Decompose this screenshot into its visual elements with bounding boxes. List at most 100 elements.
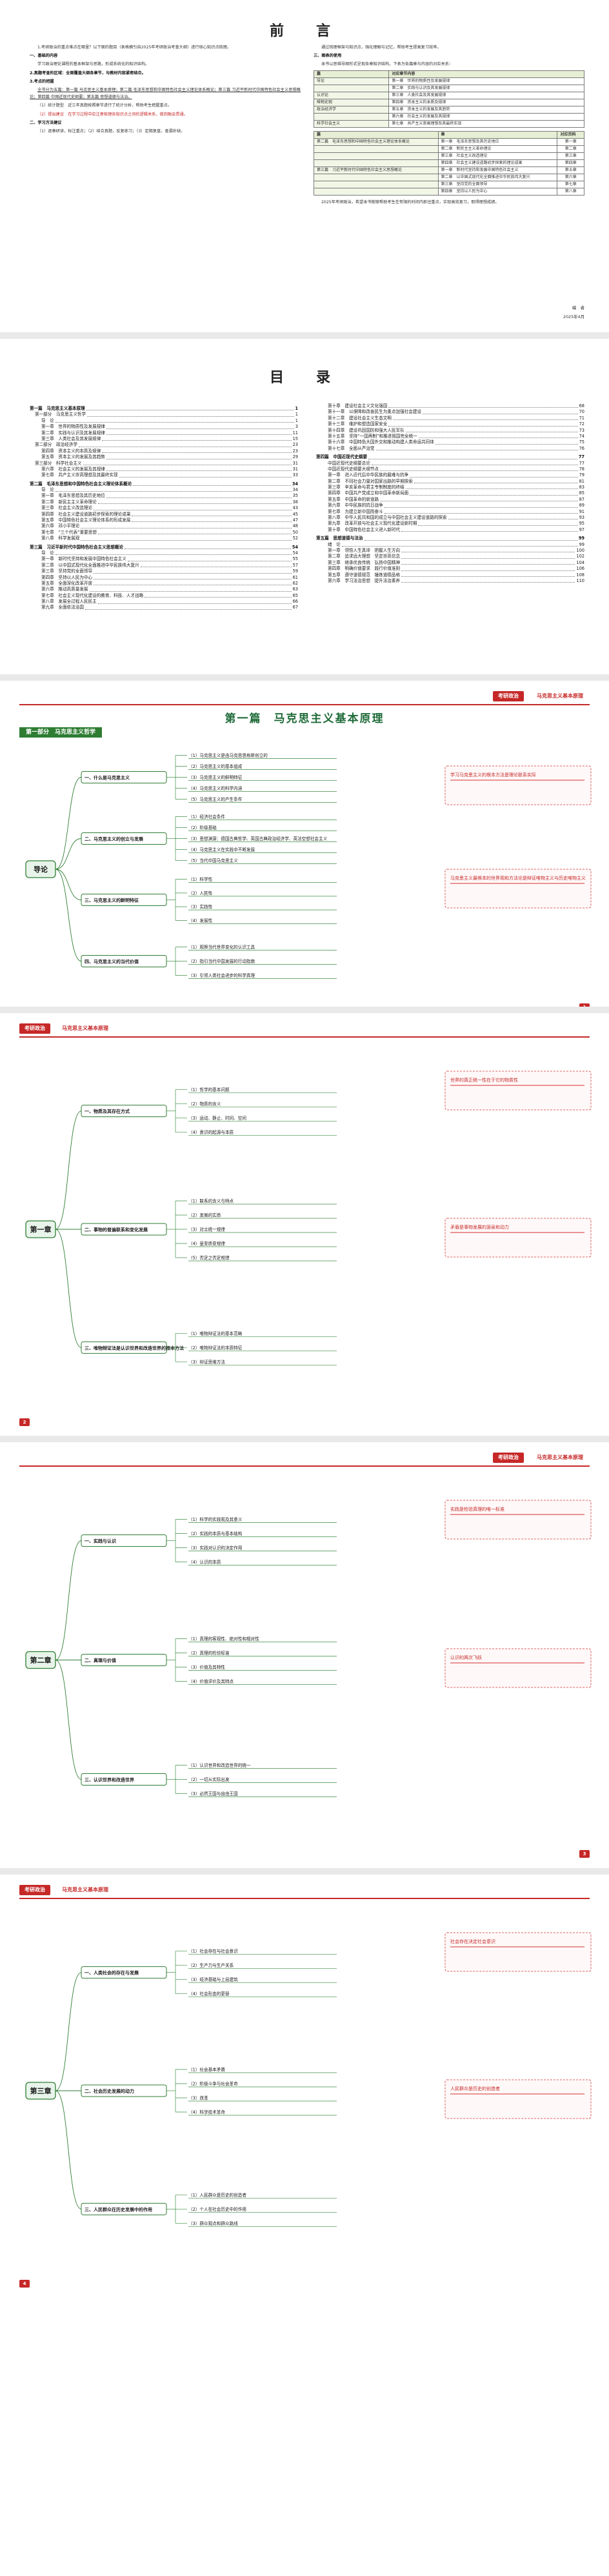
- toc-entry-title: 第七章 社会主义现代化建设的教育、科技、人才战略: [41, 592, 144, 598]
- preface-title: 前 言: [269, 23, 339, 39]
- toc-entry-title: 第九章 全面依法治国: [41, 605, 84, 610]
- table-cell: 第二章 以中国式现代化全面推进中华民族伟大复兴: [437, 173, 558, 181]
- mindmap-leaf-label: （4）马克思主义在实践中不断发展: [188, 847, 255, 852]
- page-separator: [0, 1007, 609, 1013]
- toc-entry-title: 第四章 中国共产党成立和中国革命新局面: [328, 490, 409, 496]
- toc-entry-title: 导 论: [41, 418, 54, 423]
- toc-dot-leader: [380, 470, 578, 472]
- annotation-text: 人民群众是历史的创造者: [450, 2086, 500, 2091]
- toc-dot-leader: [341, 545, 578, 547]
- toc-entry-page: 99: [578, 536, 584, 541]
- toc-dot-leader: [102, 440, 292, 441]
- toc-entry-page: 100: [576, 547, 584, 553]
- annotation-note: 马克思主义最根本的世界观和方法论是辩证唯物主义与历史唯物主义: [444, 869, 592, 909]
- toc-dot-leader: [435, 443, 578, 445]
- toc-dot-leader: [364, 539, 577, 541]
- toc-entry[interactable]: 第六章 社会主义的发展及其规律 31: [30, 467, 298, 472]
- toc-dot-leader: [85, 609, 292, 610]
- mindmap-branch-node: 三、人民群众在历史发展中的作用: [81, 2202, 167, 2215]
- toc-entry-title: 第三章 辛亥革命与君主专制制度的终结: [328, 485, 404, 490]
- toc-entry-title: 第十章 建设社会主义文化强国: [328, 403, 388, 408]
- toc-entry-page: 63: [292, 587, 298, 592]
- table-cell: 第五章: [557, 166, 584, 174]
- mindmap-root-node: 第一章: [25, 1220, 56, 1238]
- toc-entry-page: 72: [579, 421, 584, 427]
- toc-entry-title: 第四章 资本主义的本质及规律: [41, 448, 101, 454]
- toc-entry-page: 55: [292, 556, 298, 562]
- preface-paragraph: 本书以思维导图形式呈现各章知识结构，下表为各篇章与内容的对应关系：: [321, 62, 454, 67]
- table-row: 认识论第三章 人类社会及其发展规律: [313, 91, 584, 99]
- toc-dot-leader: [384, 513, 578, 514]
- table-cell: 第一章 世界的物质性及发展规律: [388, 77, 584, 85]
- mindmap-connector: [55, 869, 82, 961]
- toc-entry-page: 1: [295, 412, 298, 418]
- toc-entry-title: 第六章 社会主义的发展及其规律: [41, 466, 105, 472]
- table-row: 第三篇 习近平新时代中国特色社会主义思想概论第一章 新时代坚持和发展中国特色社会…: [314, 166, 584, 174]
- toc-entry-page: 31: [292, 466, 298, 472]
- preface-left-column: 1.考研政治的重点难点在哪里？以下面的题目（表格摘引自2025年考研政治考查大纲…: [30, 44, 301, 136]
- table-row: 第二章 实践与认识及其发展规律: [313, 84, 584, 92]
